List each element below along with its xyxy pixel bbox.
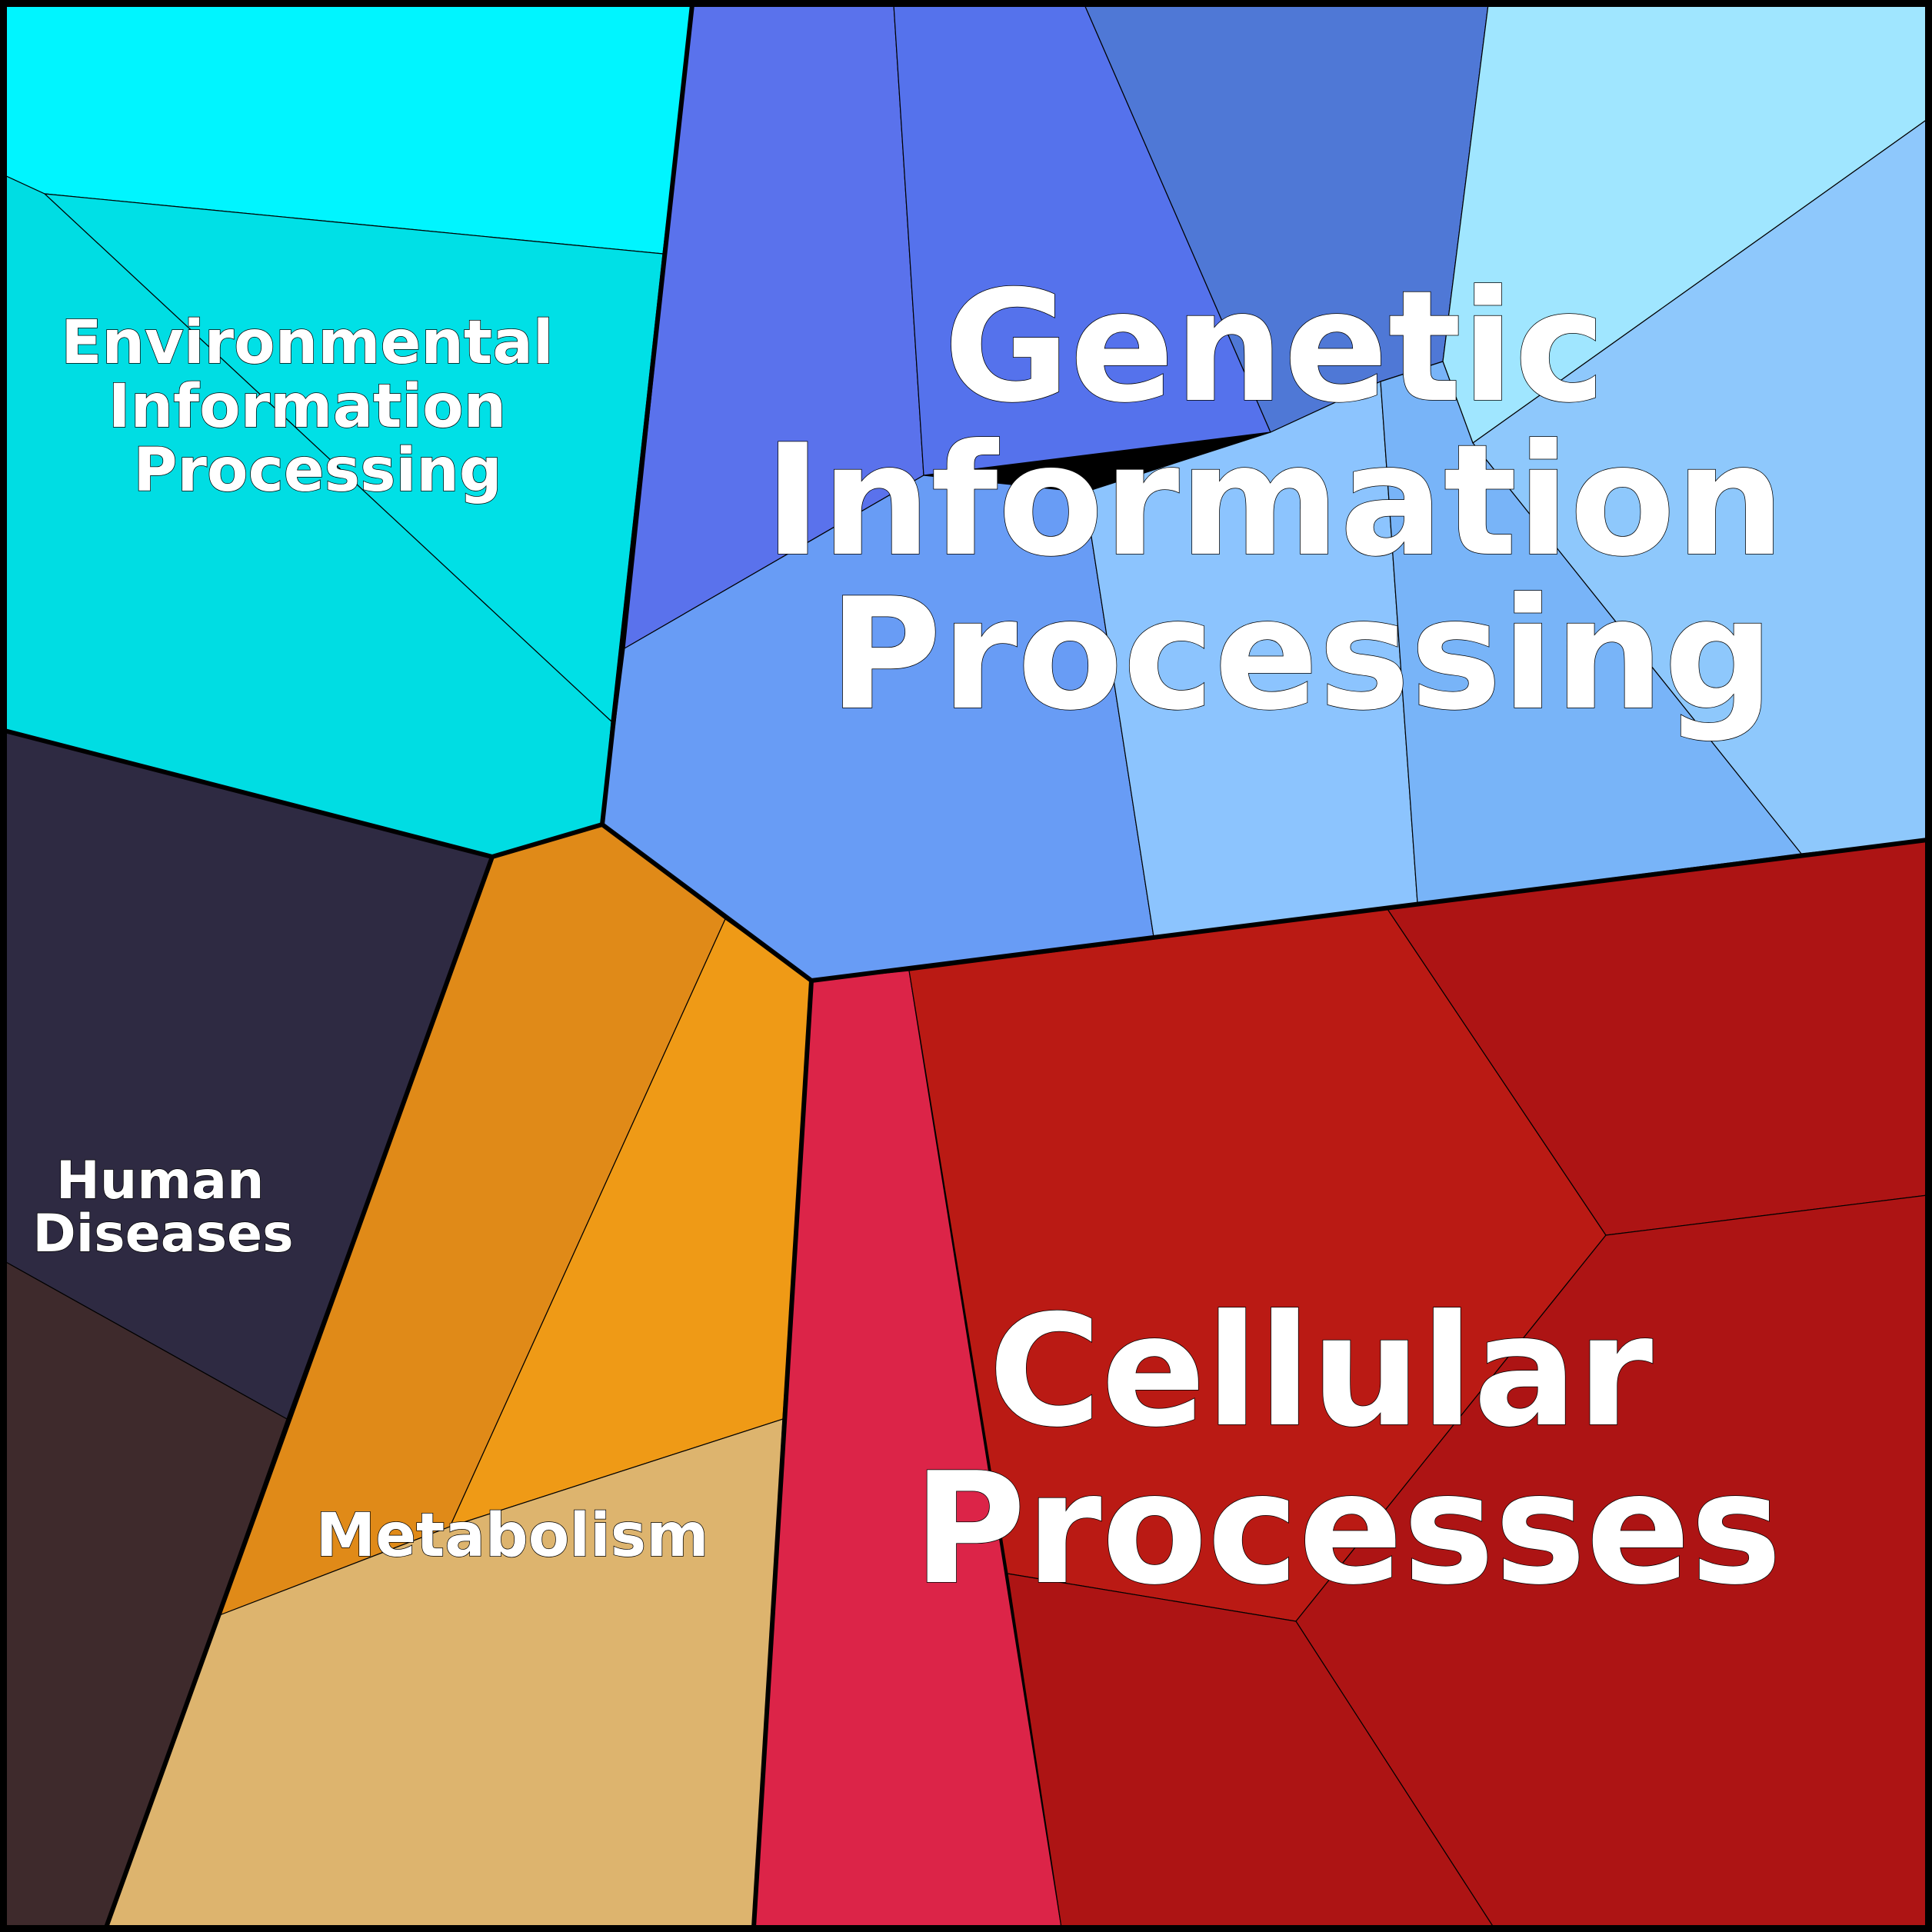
label-metabolism-line-1: Metabolism xyxy=(315,1501,708,1571)
label-environmental: Environmental Information Processing xyxy=(61,308,575,505)
label-human: Human Diseases xyxy=(32,1151,293,1264)
border-human-metabolism xyxy=(104,855,495,1929)
border-env-genetic xyxy=(600,4,695,825)
group-metabolism xyxy=(105,824,812,1928)
label-genetic-line-2: Information xyxy=(764,411,1785,591)
label-metabolism: Metabolism xyxy=(315,1501,708,1571)
label-human-line-2: Diseases xyxy=(32,1204,293,1264)
label-genetic-line-3: Processing xyxy=(828,565,1774,744)
group-environmental xyxy=(4,4,693,858)
label-cellular-line-1: Cellular xyxy=(988,1282,1653,1461)
label-environmental-line-1: Environmental xyxy=(61,308,553,378)
label-human-line-1: Human xyxy=(56,1151,264,1211)
group-cellular xyxy=(753,839,1928,1928)
labels: Genetic Information Processing Environme… xyxy=(32,257,1839,1620)
label-environmental-line-3: Processing xyxy=(133,436,501,505)
label-genetic: Genetic Information Processing xyxy=(764,258,1839,744)
label-cellular-line-2: Processes xyxy=(913,1440,1782,1619)
label-environmental-line-2: Information xyxy=(108,372,507,441)
cell-genetic-8 xyxy=(1380,361,1802,904)
border-metabolism-cellular xyxy=(751,980,814,1928)
label-cellular: Cellular Processes xyxy=(913,1282,1782,1619)
group-genetic xyxy=(601,4,1928,981)
label-genetic-line-1: Genetic xyxy=(944,258,1606,437)
